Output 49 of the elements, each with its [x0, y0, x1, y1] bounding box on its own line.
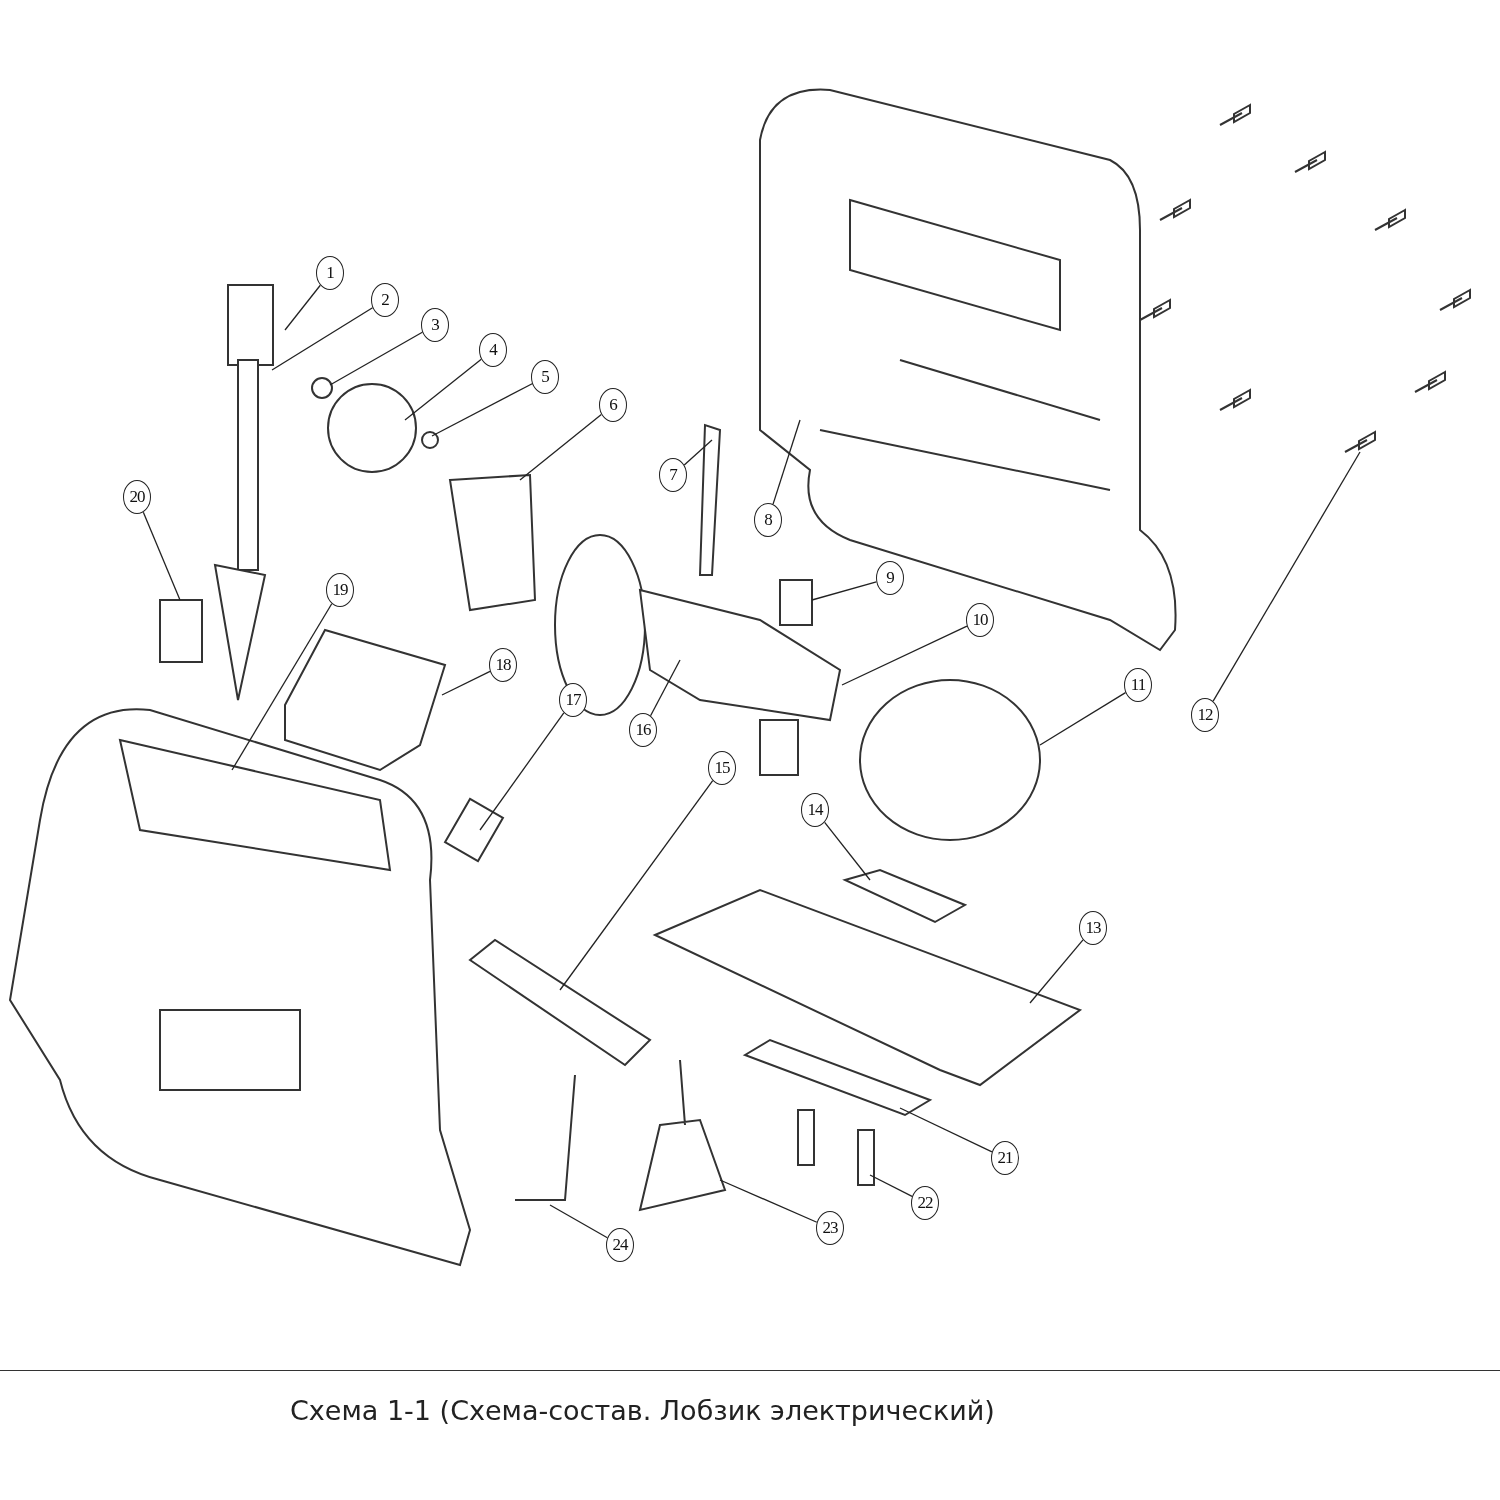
leader-line [869, 1174, 913, 1198]
leader-line [1029, 939, 1084, 1004]
leader-line [841, 625, 968, 686]
callout-number: 9 [876, 561, 904, 595]
leader-line [811, 581, 877, 601]
callout-number: 1 [316, 256, 344, 290]
leader-line [431, 383, 533, 437]
leader-line [1039, 692, 1127, 746]
leader-line [559, 780, 714, 991]
leader-line [519, 413, 602, 481]
callout-number: 22 [911, 1186, 939, 1220]
callout-number: 16 [629, 713, 657, 747]
leader-line [772, 419, 801, 505]
callout-number: 4 [479, 333, 507, 367]
callout-number: 3 [421, 308, 449, 342]
callout-number: 11 [1124, 668, 1152, 702]
callout-number: 24 [606, 1228, 634, 1262]
leader-line [824, 821, 871, 881]
callout-number: 10 [966, 603, 994, 637]
leader-line [404, 358, 482, 421]
leader-line [329, 331, 423, 386]
leader-line [479, 712, 565, 831]
callout-number: 13 [1079, 911, 1107, 945]
callout-number: 23 [816, 1211, 844, 1245]
callout-number: 15 [708, 751, 736, 785]
leader-line [284, 284, 321, 331]
caption: Схема 1-1 (Схема-состав. Лобзик электрический) [290, 1395, 995, 1426]
callout-number: 5 [531, 360, 559, 394]
callout-number: 21 [991, 1141, 1019, 1175]
callout-number: 14 [801, 793, 829, 827]
leader-line [441, 670, 491, 696]
callout-number: 6 [599, 388, 627, 422]
callout-number: 2 [371, 283, 399, 317]
callout-number: 19 [326, 573, 354, 607]
callout-number: 8 [754, 503, 782, 537]
leader-line [719, 1179, 818, 1223]
leader-line [271, 307, 374, 371]
leader-line [899, 1107, 993, 1153]
leader-line [683, 439, 713, 466]
callout-number: 7 [659, 458, 687, 492]
callout-number: 12 [1191, 698, 1219, 732]
callout-number: 18 [489, 648, 517, 682]
leader-line [231, 603, 333, 771]
leader-line [649, 659, 681, 717]
leader-line [549, 1204, 608, 1239]
callout-number: 17 [559, 683, 587, 717]
callout-number: 20 [123, 480, 151, 514]
leader-line [1212, 451, 1361, 702]
leader-line [142, 511, 181, 601]
